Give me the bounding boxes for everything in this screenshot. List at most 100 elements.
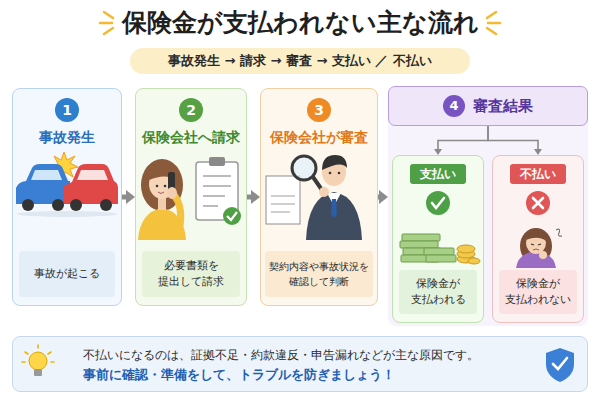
deco-stroke (487, 12, 496, 18)
deco-stroke (488, 22, 500, 25)
ray (25, 352, 28, 354)
diagram-title: 保険金が支払われない主な流れ (0, 6, 600, 40)
note-box: 不払いになるのは、証拠不足・約款違反・申告漏れなどが主な原因です。事前に確認・準… (12, 336, 588, 392)
bulb-base (34, 369, 42, 376)
face (149, 169, 175, 199)
flow-summary: 事故発生 → 請求 → 審査 → 支払い ／ 不払い (168, 52, 432, 70)
car-wheel (70, 199, 82, 211)
arrow-head (434, 149, 442, 155)
doc-line (203, 195, 225, 197)
step-description: 事故が起こる (19, 251, 115, 297)
crash-burst (51, 152, 78, 178)
step-number: 1 (55, 98, 79, 122)
coin (457, 255, 475, 263)
step-card: 3 保険会社が審査契約内容や事故状況を 確認して判断 (260, 88, 378, 306)
face (526, 232, 546, 254)
result-panel: 4審査結果支払い保険金が 支払われる不払い保険金が 支払われない (388, 86, 588, 326)
header-box: 4審査結果 (388, 86, 588, 126)
cross-mark (533, 198, 543, 208)
deco-stroke (104, 12, 113, 18)
magnifier-handle (313, 177, 322, 190)
phone (168, 172, 175, 190)
doc-line (271, 195, 295, 197)
flow-arrow (378, 195, 381, 200)
check-mark (227, 212, 237, 220)
bill (402, 234, 440, 241)
step-heading: 保険会社が審査 (261, 129, 377, 147)
hand (167, 187, 177, 199)
eyes (531, 244, 541, 245)
bill (424, 248, 454, 255)
doc-line (271, 211, 290, 213)
shield-check (553, 358, 567, 369)
body (516, 251, 556, 268)
document-lines (271, 196, 295, 212)
car-window (77, 170, 108, 180)
doc-line (203, 185, 231, 187)
step-card: 2保険会社へ請求必要書類を 提出して請求 (135, 88, 247, 306)
note-emphasis: 事前に確認・準備をして、トラブルを防ぎましょう！ (83, 365, 587, 384)
hair (141, 159, 183, 211)
result-tab: 支払い (410, 164, 466, 184)
step-number: 3 (307, 98, 331, 122)
car-wheel (100, 199, 112, 211)
flow-arrow (438, 126, 488, 150)
flow-band: 事故発生 → 請求 → 審査 → 支払い ／ 不払い (130, 48, 470, 74)
note-text: 不払いになるのは、証拠不足・約款違反・申告漏れなどが主な原因です。 (83, 346, 587, 365)
shield-icon (546, 348, 574, 382)
suit (306, 192, 362, 240)
face (322, 158, 346, 186)
deco-stroke (487, 28, 496, 34)
deco-stroke (104, 28, 113, 34)
mouth (158, 192, 164, 194)
magnifier-lens (292, 156, 316, 180)
flow-arrow (122, 195, 128, 200)
neck (158, 198, 166, 210)
mouth (533, 249, 539, 250)
eye (156, 185, 159, 188)
shield (546, 348, 574, 382)
eye (329, 172, 332, 175)
document (266, 176, 300, 224)
step-description: 契約内容や事故状況を 確認して判断 (265, 251, 373, 297)
hand (539, 251, 547, 259)
body (138, 208, 186, 240)
ground-shadow (17, 211, 117, 217)
clipboard (196, 162, 238, 220)
bill (403, 248, 441, 255)
blue-car (16, 164, 70, 204)
payment-illustration (400, 191, 480, 264)
hair (322, 155, 347, 170)
worry-mark (556, 229, 562, 236)
step-description: 保険金が 支払われる (399, 270, 477, 314)
step-card: 1 事故発生事故が起こる (12, 88, 122, 306)
result-card: 支払い保険金が 支払われる (392, 155, 484, 323)
hair (520, 228, 552, 264)
ray (48, 352, 51, 354)
check-badge (426, 191, 450, 215)
arrow-head (379, 190, 388, 204)
ray (37, 345, 39, 348)
step-heading: 事故発生 (13, 129, 121, 147)
result-card: 不払い保険金が 支払われない (492, 155, 584, 323)
bulb-glass (29, 352, 47, 370)
doc-line (203, 205, 218, 207)
result-tab: 不払い (510, 164, 566, 184)
money-stack (400, 234, 456, 262)
coin (457, 250, 475, 258)
bangs (149, 166, 176, 182)
bulb-rays (22, 345, 54, 362)
title-decoration (100, 12, 500, 34)
check-badge (223, 207, 241, 225)
step-heading: 保険会社へ請求 (136, 129, 246, 147)
tie (331, 199, 337, 218)
coins (457, 245, 480, 264)
step-number: 4 (443, 95, 465, 117)
bill (426, 255, 456, 262)
red-car (64, 164, 118, 204)
clipboard-clip (209, 157, 225, 166)
coin (468, 258, 480, 264)
flow-arrow (247, 195, 253, 200)
shirt (327, 193, 341, 206)
